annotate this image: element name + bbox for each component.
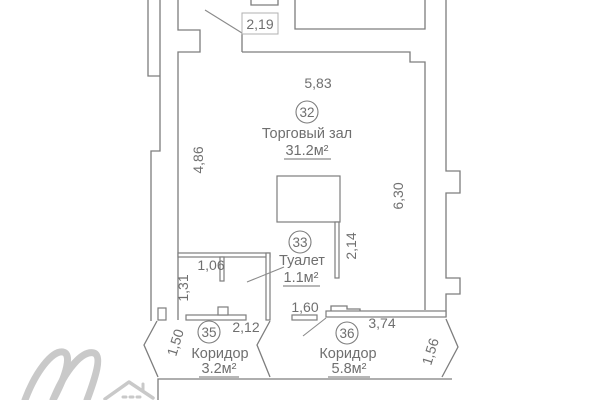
dim-toilet-top: 1,06 [197, 257, 224, 273]
wall-toilet-bottom [185, 314, 247, 321]
toilet-leader-line [246, 266, 285, 283]
room-labels: 32 Торговый зал 31.2м² 33 Туалет 1.1м² 3… [191, 100, 377, 378]
door-swing-line [204, 9, 243, 34]
wall-bottom-bump [330, 305, 361, 311]
corridor-chevron-right [441, 318, 459, 378]
room-36-number: 36 [339, 326, 354, 341]
dimensions: 2,19 5,83 4,86 6,30 2,14 1,06 1,31 1,60 … [164, 12, 442, 367]
room-35-name: Коридор [191, 346, 248, 362]
wall-upper-structure [294, 0, 426, 30]
room-32-name: Торговый зал [262, 126, 352, 142]
wall-exit-segment [291, 314, 318, 321]
dim-hall-right: 6,30 [390, 182, 406, 209]
wall-left-end-pier [157, 307, 167, 321]
room-32-number: 32 [299, 105, 314, 120]
wall-toilet-right [265, 252, 271, 321]
room-36-area: 5.8м² [332, 361, 367, 377]
watermark-house-icon [103, 380, 155, 400]
corridor36-leader-line [302, 317, 327, 337]
walls [143, 0, 461, 400]
room-36-name: Коридор [319, 346, 376, 362]
toilet-fixture [217, 306, 229, 316]
dim-corridor35-side: 1,50 [164, 327, 187, 358]
room-35-number: 35 [201, 325, 216, 340]
corridor-chevron-left [143, 320, 159, 378]
dim-entry-opening: 2,19 [246, 16, 273, 32]
wall-left-inner [177, 0, 201, 320]
wall-far-left-band [147, 0, 160, 77]
room-33-number-badge [288, 230, 312, 254]
wall-top-notch [250, 0, 279, 6]
wall-lower-building [157, 378, 452, 400]
room-33-number: 33 [292, 235, 307, 250]
toilet-door-leaf [219, 256, 225, 282]
room-33-name: Туалет [279, 253, 325, 269]
dim-hall-partition: 2,14 [343, 232, 359, 259]
wall-left-outer [150, 0, 161, 321]
watermark-logo [21, 348, 155, 400]
wall-hall-top-right [242, 51, 426, 310]
corridor-chevron-middle [256, 320, 271, 378]
dim-hall-left: 4,86 [190, 146, 206, 173]
room-35-area: 3.2м² [202, 361, 237, 377]
room-35-number-badge [197, 320, 221, 344]
wall-right-outer [445, 0, 461, 317]
dim-hall-top: 5,83 [304, 75, 331, 91]
dim-entry-box [241, 12, 279, 35]
dim-corridor35-top: 2,12 [232, 319, 259, 335]
room-32-number-badge [295, 100, 319, 124]
room-33-area: 1.1м² [284, 270, 319, 286]
room-36-number-badge [335, 321, 359, 345]
wall-bottom-right [325, 310, 447, 318]
dim-corridor36-side: 1,56 [419, 336, 442, 367]
built-in-block [276, 175, 341, 223]
dim-toilet-left: 1,31 [175, 274, 191, 301]
wall-partition [334, 221, 340, 279]
room-32-area: 31.2м² [285, 143, 328, 159]
dim-corridor36-top: 3,74 [368, 315, 395, 331]
dim-exit-opening: 1,60 [291, 299, 318, 315]
watermark-script-letter-2 [49, 349, 102, 400]
